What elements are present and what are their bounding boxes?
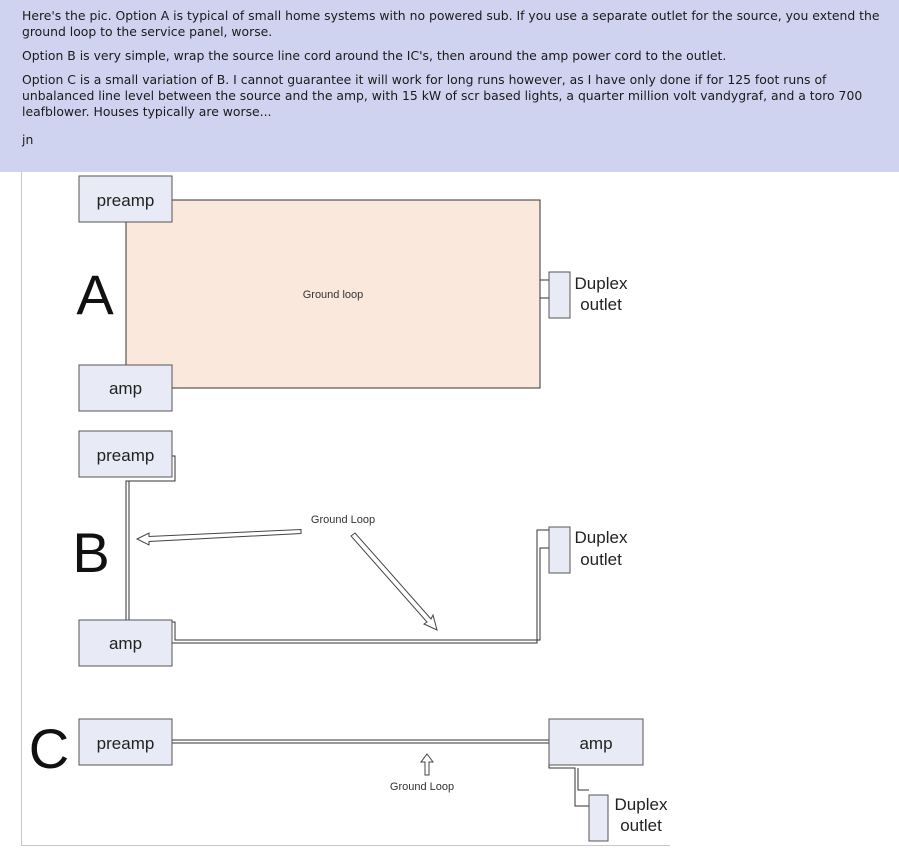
preamp-box-c	[78, 718, 173, 766]
preamp-label-a: preamp	[97, 191, 155, 210]
option-a-letter: A	[76, 263, 114, 326]
outlet-label-b-line2: outlet	[580, 550, 622, 569]
amp-label-c: amp	[579, 734, 612, 753]
arrow-to-cable-c	[420, 753, 434, 776]
arrow-to-cable-b	[135, 528, 302, 546]
ground-loop-diagram-image: preamp amp A Ground loop Duplex outlet p…	[21, 172, 670, 846]
outlet-label-a-line2: outlet	[580, 295, 622, 314]
ground-loop-area-a	[125, 199, 541, 389]
outlet-label-a-line1: Duplex	[575, 274, 628, 293]
amp-box-a	[78, 364, 173, 412]
duplex-outlet-box-a	[548, 271, 571, 319]
option-c: preamp amp C Ground Loop Duplex outlet	[29, 717, 668, 842]
forum-post-body: Here's the pic. Option A is typical of s…	[0, 0, 899, 172]
cable-b-power-inner	[172, 529, 549, 644]
arrow-to-power-cable-b	[350, 532, 438, 631]
preamp-label-b: preamp	[97, 446, 155, 465]
ground-loop-label-c: Ground Loop	[390, 781, 454, 793]
outlet-label-c-line1: Duplex	[615, 795, 668, 814]
cable-b-power-outer	[172, 547, 549, 641]
amp-box-c	[548, 718, 644, 766]
option-b-letter: B	[72, 521, 109, 584]
duplex-outlet-box-c	[588, 794, 609, 842]
option-b: preamp amp B Ground Loop Duplex outlet	[72, 430, 628, 667]
option-c-letter: C	[29, 717, 69, 780]
duplex-outlet-box-b	[548, 526, 571, 574]
preamp-label-c: preamp	[97, 734, 155, 753]
outlet-label-b-line1: Duplex	[575, 528, 628, 547]
amp-label-a: amp	[109, 379, 142, 398]
post-paragraph-1: Here's the pic. Option A is typical of s…	[22, 8, 880, 39]
post-signature: jn	[22, 132, 34, 147]
post-paragraph-2: Option B is very simple, wrap the source…	[22, 48, 727, 63]
preamp-box-b	[78, 430, 173, 478]
option-a: preamp amp A Ground loop Duplex outlet	[76, 175, 628, 412]
post-paragraph-3: Option C is a small variation of B. I ca…	[22, 72, 863, 119]
cable-b-outer	[125, 455, 176, 620]
amp-box-b	[78, 619, 173, 667]
cable-c-power-outer	[548, 765, 589, 807]
preamp-box-a	[78, 175, 173, 223]
outlet-label-c-line2: outlet	[620, 816, 662, 835]
ground-loop-label-a: Ground loop	[303, 289, 364, 301]
cable-c-power-inner	[577, 768, 589, 791]
ground-loop-label-b: Ground Loop	[311, 514, 375, 526]
amp-label-b: amp	[109, 634, 142, 653]
